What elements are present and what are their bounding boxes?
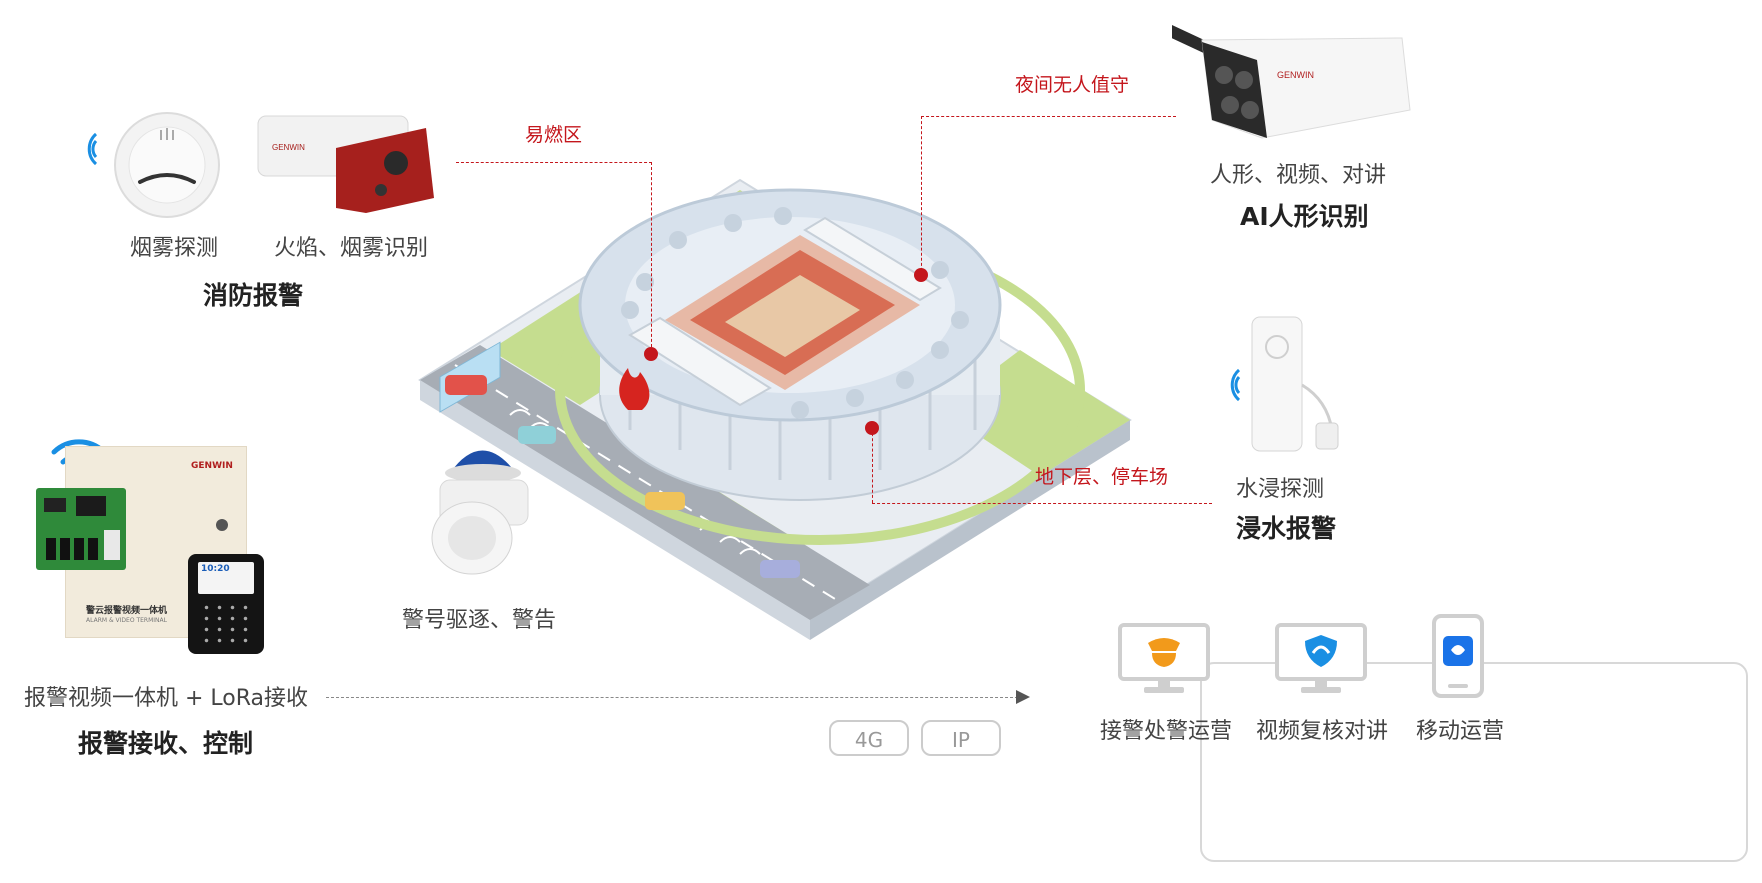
network-4g-badge: 4G bbox=[829, 720, 909, 756]
night-leader-line-v bbox=[921, 116, 922, 276]
keypad-time: 10:20 bbox=[201, 564, 230, 574]
night-zone-label: 夜间无人值守 bbox=[1015, 74, 1130, 96]
data-flow-arrow bbox=[326, 697, 1018, 698]
wifi-signal-icon bbox=[87, 132, 98, 166]
platform-item-label: 接警处警运营 bbox=[1100, 719, 1233, 744]
network-ip-badge: IP bbox=[921, 720, 1001, 756]
platform-item-label: 移动运营 bbox=[1416, 719, 1505, 744]
circuit-board-image bbox=[36, 488, 126, 570]
host-box-text: 警云报警视频一体机 bbox=[86, 606, 168, 616]
flammable-leader-line bbox=[456, 162, 652, 163]
alarm-control-title: 报警接收、控制 bbox=[78, 729, 254, 758]
water-detection-label: 水浸探测 bbox=[1236, 477, 1325, 502]
ai-camera-brand-text: GENWIN bbox=[1277, 70, 1314, 80]
monitor-shield-icon[interactable] bbox=[1275, 623, 1367, 695]
keyhole-icon bbox=[216, 519, 228, 531]
water-detector-image bbox=[1251, 316, 1339, 452]
flame-detection-label: 火焰、烟雾识别 bbox=[274, 236, 429, 261]
ai-recognition-title: AI人形识别 bbox=[1240, 202, 1369, 231]
ai-camera-image: GENWIN bbox=[1172, 25, 1411, 139]
host-device-label: 报警视频一体机 + LoRa接收 bbox=[24, 686, 309, 711]
flame-camera-image: GENWIN bbox=[257, 115, 434, 213]
siren-image bbox=[431, 450, 529, 575]
camera-brand-text: GENWIN bbox=[272, 143, 305, 152]
host-brand-text: GENWIN bbox=[191, 461, 233, 471]
water-alarm-title: 浸水报警 bbox=[1236, 514, 1337, 543]
ai-function-label: 人形、视频、对讲 bbox=[1210, 163, 1387, 188]
arrowhead-icon bbox=[1016, 690, 1030, 704]
host-box-subtext: ALARM & VIDEO TERMINAL bbox=[86, 617, 167, 624]
smoke-detector-image bbox=[114, 112, 220, 218]
night-marker bbox=[914, 268, 928, 282]
monitor-police-icon[interactable] bbox=[1118, 623, 1210, 695]
night-leader-line bbox=[921, 116, 1176, 117]
flammable-leader-line-v bbox=[651, 162, 652, 352]
underground-leader-line-v bbox=[872, 428, 873, 503]
fire-alarm-title: 消防报警 bbox=[203, 281, 304, 310]
stadium-illustration bbox=[418, 178, 1132, 640]
underground-leader-line bbox=[872, 503, 1212, 504]
siren-label: 警号驱逐、警告 bbox=[402, 608, 557, 633]
platform-item-label: 视频复核对讲 bbox=[1256, 719, 1389, 744]
flammable-marker bbox=[644, 347, 658, 361]
smoke-detection-label: 烟雾探测 bbox=[130, 236, 219, 261]
underground-zone-label: 地下层、停车场 bbox=[1035, 466, 1169, 488]
wifi-signal-icon bbox=[1230, 368, 1241, 402]
mobile-app-icon[interactable] bbox=[1432, 614, 1484, 698]
flammable-zone-label: 易燃区 bbox=[525, 124, 583, 146]
keypad-device: 10:20 bbox=[188, 554, 264, 654]
